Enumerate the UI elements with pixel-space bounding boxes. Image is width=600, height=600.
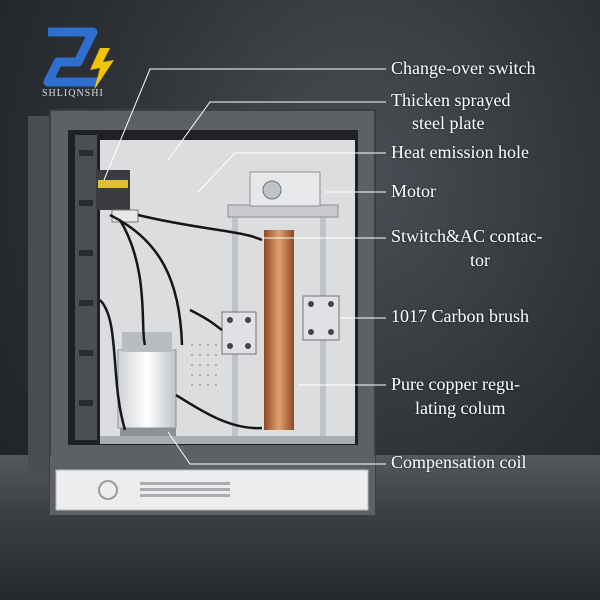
leader-lines <box>103 68 386 465</box>
brand-logo-text: SHLIQNSHI <box>42 88 104 99</box>
label-steel-plate-line2: steel plate <box>412 113 485 133</box>
coil-top-clamp <box>122 332 172 352</box>
label-motor: Motor <box>391 181 436 201</box>
brush-bolts <box>227 301 334 349</box>
panel-knob <box>98 480 118 500</box>
label-switch-ac-line1: Stwitch&AC contac- <box>391 226 543 246</box>
label-carbon-brush: 1017 Carbon brush <box>391 306 529 326</box>
label-switch-ac-line2: tor <box>470 250 490 270</box>
label-heat-emission-hole: Heat emission hole <box>391 142 529 162</box>
switch-terminal-strip <box>98 180 128 188</box>
bottom-vents <box>140 482 230 497</box>
compensation-coil <box>117 349 177 429</box>
change-over-switch-block <box>96 170 130 210</box>
rail-terminals <box>79 150 93 406</box>
heat-emission-holes <box>191 344 217 386</box>
label-copper-column-line1: Pure copper regu- <box>391 374 520 394</box>
motor <box>249 171 321 207</box>
label-steel-plate-line1: Thicken sprayed <box>391 90 511 110</box>
brand-logo-icon <box>43 27 114 90</box>
label-compensation-coil: Compensation coil <box>391 452 527 472</box>
cables <box>99 213 263 431</box>
copper-regulating-column <box>264 230 294 430</box>
cabinet-side-panel <box>28 116 52 476</box>
base-plate <box>100 436 355 444</box>
label-change-over-switch: Change-over switch <box>391 58 536 78</box>
motor-shaft <box>262 180 282 200</box>
label-copper-column-line2: lating colum <box>415 398 506 418</box>
left-rail <box>75 135 97 440</box>
